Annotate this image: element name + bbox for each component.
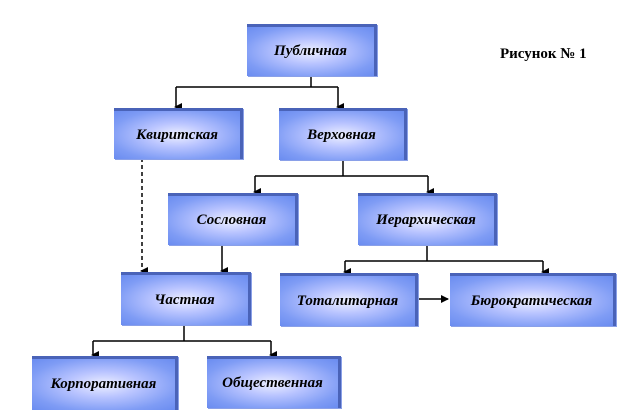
node-bureaucratic: Бюрократическая bbox=[450, 273, 616, 326]
node-hierarchical: Иерархическая bbox=[358, 193, 497, 245]
node-label: Корпоративная bbox=[50, 376, 157, 392]
node-totalitarian: Тоталитарная bbox=[280, 273, 418, 326]
figure-caption: Рисунок № 1 bbox=[500, 46, 587, 62]
node-public: Публичная bbox=[247, 24, 377, 76]
node-private: Частная bbox=[121, 272, 251, 325]
node-corporate: Корпоративная bbox=[32, 356, 178, 410]
node-label: Публичная bbox=[274, 43, 347, 59]
node-label: Верховная bbox=[307, 127, 376, 143]
node-label: Квиритская bbox=[136, 126, 218, 143]
node-quiritary: Квиритская bbox=[114, 108, 243, 159]
node-supreme: Верховная bbox=[279, 108, 407, 160]
node-label: Сословная bbox=[196, 212, 267, 228]
node-label: Общественная bbox=[222, 375, 323, 391]
node-label: Тоталитарная bbox=[296, 292, 399, 309]
node-label: Бюрократическая bbox=[470, 292, 593, 309]
node-communal: Общественная bbox=[207, 356, 341, 408]
node-estate: Сословная bbox=[168, 193, 298, 245]
node-label: Иерархическая bbox=[376, 212, 476, 228]
node-label: Частная bbox=[154, 291, 215, 308]
